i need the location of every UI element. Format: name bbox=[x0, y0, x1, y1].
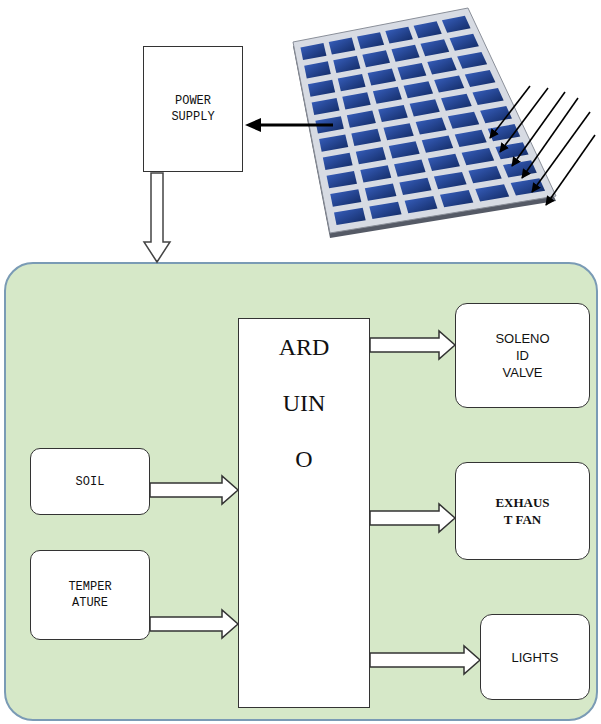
node-label: SOIL bbox=[76, 474, 105, 490]
solar-cell bbox=[404, 81, 434, 98]
solar-cell bbox=[465, 70, 496, 87]
solar-cell bbox=[312, 98, 340, 115]
signal-arrow bbox=[370, 331, 455, 359]
signal-arrow bbox=[150, 610, 238, 638]
solar-panel bbox=[293, 8, 556, 238]
solar-cell bbox=[441, 94, 472, 111]
solar-cell bbox=[308, 80, 335, 97]
solar-cell bbox=[373, 87, 402, 104]
solar-cell bbox=[457, 52, 487, 69]
actuator-box: EXHAUS T FAN bbox=[455, 462, 590, 560]
sensor-box: TEMPER ATURE bbox=[30, 550, 150, 640]
solar-cell bbox=[420, 39, 449, 56]
signal-arrow bbox=[370, 646, 480, 674]
node-label: ARD UIN O bbox=[279, 319, 330, 487]
solar-cell bbox=[468, 166, 501, 183]
solar-cell bbox=[428, 154, 460, 171]
signal-arrow bbox=[150, 476, 238, 504]
solar-cell bbox=[330, 189, 361, 206]
solar-cell bbox=[368, 69, 396, 86]
power-arrow bbox=[144, 173, 170, 262]
solar-cell bbox=[475, 184, 509, 201]
solar-cell bbox=[472, 88, 503, 105]
solar-cell bbox=[351, 129, 381, 146]
solar-cell bbox=[365, 184, 397, 201]
panel-frame bbox=[293, 8, 556, 233]
sensor-box: SOIL bbox=[30, 448, 150, 515]
solar-cell bbox=[416, 117, 447, 134]
solar-cell bbox=[414, 21, 442, 38]
solar-cell bbox=[323, 153, 353, 170]
controller-box: ARD UIN O bbox=[238, 318, 370, 708]
sun-rays bbox=[490, 86, 595, 205]
solar-cell bbox=[391, 45, 419, 62]
solar-arrow-head bbox=[245, 118, 261, 132]
solar-cell bbox=[357, 32, 384, 49]
solar-cell bbox=[455, 130, 487, 147]
solar-cell bbox=[319, 135, 348, 152]
solar-cell bbox=[329, 38, 356, 55]
solar-cell bbox=[399, 178, 431, 195]
system-panel bbox=[5, 263, 597, 720]
solar-arrow bbox=[259, 124, 333, 127]
node-label: TEMPER ATURE bbox=[68, 579, 111, 611]
signal-arrow bbox=[370, 504, 455, 532]
node-label: POWER SUPPLY bbox=[171, 93, 214, 125]
solar-cell bbox=[327, 171, 357, 188]
solar-cell bbox=[360, 165, 391, 182]
node-label: SOLENO ID VALVE bbox=[495, 330, 549, 381]
solar-cell bbox=[427, 57, 456, 74]
solar-cell bbox=[378, 105, 408, 122]
solar-cell bbox=[394, 160, 426, 177]
solar-cell bbox=[462, 148, 495, 165]
solar-cell bbox=[434, 172, 467, 189]
solar-cell bbox=[448, 112, 479, 129]
actuator-box: LIGHTS bbox=[480, 614, 590, 700]
solar-cell bbox=[384, 123, 414, 140]
solar-cell bbox=[369, 202, 401, 219]
node-label: LIGHTS bbox=[512, 649, 559, 666]
solar-cell bbox=[385, 27, 413, 44]
solar-cell bbox=[442, 16, 471, 33]
solar-cell bbox=[334, 208, 366, 225]
node-label: EXHAUS T FAN bbox=[495, 494, 549, 528]
solar-cell bbox=[422, 136, 453, 153]
solar-cell bbox=[338, 74, 366, 91]
solar-cell bbox=[389, 141, 420, 158]
solar-cell bbox=[405, 196, 438, 213]
solar-cell bbox=[434, 76, 464, 93]
solar-cell bbox=[410, 99, 440, 116]
solar-cell bbox=[342, 92, 370, 109]
solar-cell bbox=[356, 147, 386, 164]
solar-cell bbox=[397, 63, 426, 80]
solar-cell bbox=[440, 190, 473, 207]
solar-cell bbox=[362, 50, 390, 67]
solar-cell bbox=[450, 34, 479, 51]
solar-cell bbox=[333, 56, 360, 73]
solar-cell bbox=[304, 61, 331, 78]
power-supply-box: POWER SUPPLY bbox=[143, 46, 243, 172]
solar-cell bbox=[300, 43, 326, 60]
actuator-box: SOLENO ID VALVE bbox=[455, 303, 590, 408]
solar-cell bbox=[347, 111, 376, 128]
